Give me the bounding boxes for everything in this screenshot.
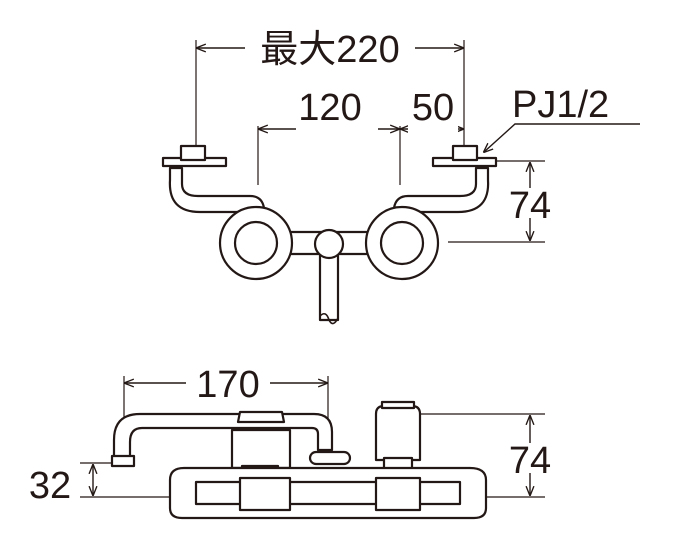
front-view: 170 74 32 (29, 358, 553, 520)
thread-leader (484, 123, 640, 152)
top-height-label: 74 (509, 185, 551, 227)
lower-body (168, 466, 488, 520)
right-valve (364, 205, 440, 281)
left-inlet-elbow (161, 144, 268, 216)
front-height-label: 74 (509, 440, 551, 482)
right-inlet-elbow (390, 144, 498, 216)
valve-handle (374, 400, 422, 472)
swing-spout (110, 412, 334, 468)
max-width-label: 最大220 (260, 29, 399, 71)
spout-reach-label: 170 (196, 364, 259, 406)
label-bg-74-front (507, 443, 553, 473)
label-bg-74-top (507, 188, 553, 218)
center-spacing-label: 120 (298, 87, 361, 129)
label-bg-50 (408, 100, 458, 134)
center-spout (313, 228, 345, 325)
left-valve (218, 205, 294, 281)
top-view: 最大220 120 50 PJ1/2 74 (161, 29, 640, 325)
thread-label: PJ1/2 (512, 84, 609, 126)
label-bg-170 (186, 358, 270, 392)
right-nut (451, 144, 479, 162)
left-nut (179, 144, 207, 162)
offset-label: 50 (412, 87, 454, 129)
label-bg-120 (296, 100, 378, 134)
spout-height-label: 32 (29, 465, 71, 507)
lever-handle (308, 450, 352, 466)
